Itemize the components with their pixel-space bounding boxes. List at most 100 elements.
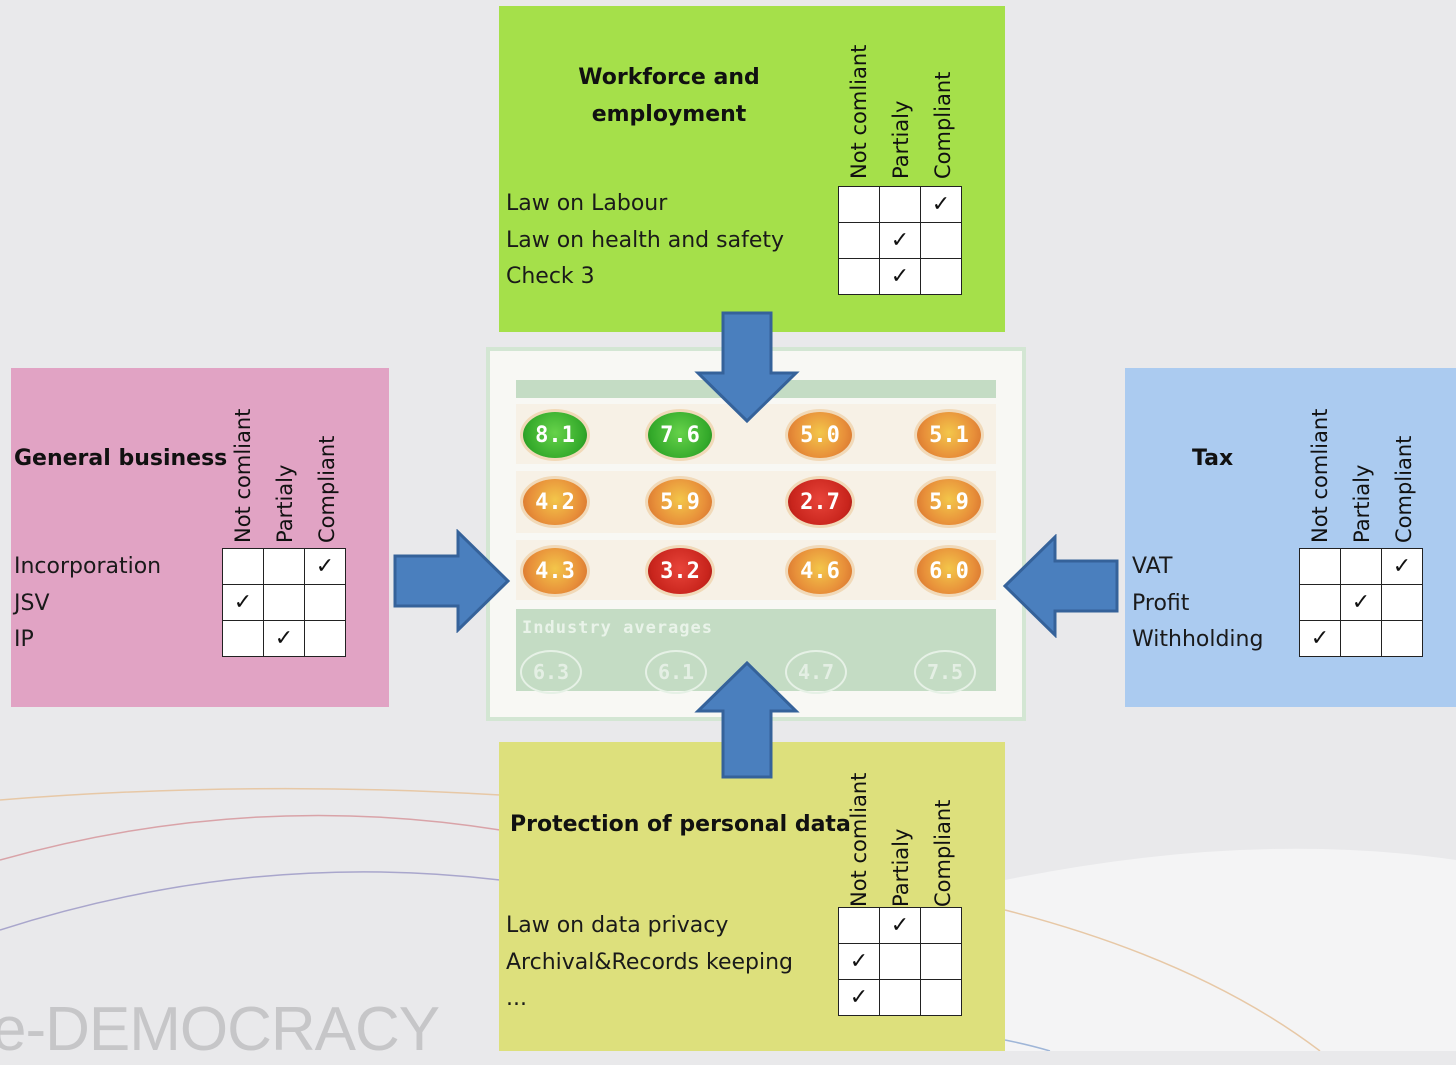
average-badge: 6.3	[520, 650, 582, 694]
header-compliant: Compliant	[931, 799, 955, 907]
grid-row: ✓	[838, 222, 962, 259]
item-label: Profit	[1132, 590, 1190, 616]
header-partially: Partialy	[889, 100, 913, 179]
header-not-compliant: Not comliant	[847, 44, 871, 179]
checkmark-icon: ✓	[1310, 625, 1330, 651]
check-cell: ✓	[304, 548, 346, 585]
score-badge: 4.3	[523, 548, 587, 594]
check-cell	[1340, 548, 1382, 585]
score-badge: 7.6	[648, 412, 712, 458]
check-cell: ✓	[263, 620, 305, 657]
header-partially: Partialy	[1350, 464, 1374, 543]
column-headers: Not comliant Partialy Compliant	[838, 742, 964, 907]
data-protection-panel: Protection of personal data Not comliant…	[499, 742, 1005, 1051]
check-cell	[1340, 620, 1382, 657]
header-not-compliant: Not comliant	[847, 772, 871, 907]
tax-panel: Tax Not comliant Partialy Compliant VAT …	[1125, 368, 1456, 707]
check-cell	[920, 222, 962, 259]
check-cell: ✓	[1381, 548, 1423, 585]
average-badge: 6.1	[645, 650, 707, 694]
checkmark-icon: ✓	[890, 912, 910, 938]
item-list: Law on data privacy Archival&Records kee…	[506, 908, 793, 1018]
grid-row: ✓	[838, 258, 962, 295]
score-badge: 5.9	[917, 479, 981, 525]
grid-row: ✓	[838, 907, 962, 944]
checkmark-icon: ✓	[931, 191, 951, 217]
check-cell	[920, 943, 962, 980]
general-business-panel: General business Not comliant Partialy C…	[11, 368, 389, 707]
score-badge: 4.2	[523, 479, 587, 525]
checkmark-icon: ✓	[890, 227, 910, 253]
check-cell: ✓	[1340, 584, 1382, 621]
checkmark-icon: ✓	[890, 263, 910, 289]
score-badge: 8.1	[523, 412, 587, 458]
check-cell	[304, 620, 346, 657]
check-cell	[838, 258, 880, 295]
item-label: VAT	[1132, 554, 1173, 579]
item-list: VAT Profit Withholding	[1132, 549, 1263, 659]
compliance-grid: ✓ ✓ ✓	[838, 186, 962, 295]
checkmark-icon: ✓	[315, 553, 335, 579]
grid-row: ✓	[1299, 548, 1423, 585]
title-line-1: Workforce and	[578, 65, 760, 90]
check-cell	[920, 979, 962, 1016]
item-label: ...	[506, 986, 527, 1011]
item-list: Law on Labour Law on health and safety C…	[506, 186, 784, 296]
panel-title: Protection of personal data	[510, 812, 851, 837]
workforce-panel: Workforce and employment Not comliant Pa…	[499, 6, 1005, 332]
check-cell	[1299, 584, 1341, 621]
average-badge: 4.7	[785, 650, 847, 694]
grid-row: ✓	[1299, 584, 1423, 621]
grid-row: ✓	[222, 548, 346, 585]
header-compliant: Compliant	[931, 71, 955, 179]
item-label: Archival&Records keeping	[506, 949, 794, 975]
average-badge: 7.5	[914, 650, 976, 694]
item-label: Check 3	[506, 264, 595, 289]
check-cell: ✓	[838, 943, 880, 980]
compliance-grid: ✓✓✓	[222, 548, 346, 657]
score-badge: 4.6	[788, 548, 852, 594]
grid-row: ✓	[838, 186, 962, 223]
watermark-text: e-DEMOCRACY	[0, 995, 440, 1064]
check-cell: ✓	[879, 907, 921, 944]
check-cell	[838, 907, 880, 944]
check-cell	[879, 186, 921, 223]
item-label: Law on Labour	[506, 191, 668, 216]
score-badge: 5.0	[788, 412, 852, 458]
grid-row: ✓	[838, 979, 962, 1016]
panel-title: Workforce and employment	[539, 59, 799, 133]
checkmark-icon: ✓	[849, 984, 869, 1010]
check-cell	[838, 222, 880, 259]
check-cell	[879, 979, 921, 1016]
grid-row: ✓	[222, 620, 346, 657]
check-cell	[920, 907, 962, 944]
header-compliant: Compliant	[315, 435, 339, 543]
score-badge: 5.1	[917, 412, 981, 458]
check-cell: ✓	[879, 258, 921, 295]
check-cell	[879, 943, 921, 980]
header-not-compliant: Not comliant	[231, 408, 255, 543]
score-badge: 6.0	[917, 548, 981, 594]
item-label: IP	[14, 627, 34, 652]
header-not-compliant: Not comliant	[1308, 408, 1332, 543]
check-cell	[222, 548, 264, 585]
compliance-grid: ✓ ✓ ✓	[838, 907, 962, 1016]
panel-title: General business	[14, 446, 228, 471]
checkmark-icon: ✓	[849, 948, 869, 974]
score-badge: 5.9	[648, 479, 712, 525]
check-cell	[920, 258, 962, 295]
check-cell	[1381, 620, 1423, 657]
check-cell: ✓	[1299, 620, 1341, 657]
arrow-down-icon	[694, 311, 800, 424]
check-cell	[1381, 584, 1423, 621]
header-partially: Partialy	[889, 828, 913, 907]
column-headers: Not comliant Partialy Compliant	[1299, 378, 1425, 543]
check-cell	[263, 548, 305, 585]
check-cell: ✓	[920, 186, 962, 223]
arrow-right-icon	[393, 529, 511, 633]
item-label: JSV	[14, 590, 50, 616]
check-cell: ✓	[879, 222, 921, 259]
arrow-up-icon	[694, 661, 800, 779]
item-label: Withholding	[1132, 627, 1264, 652]
